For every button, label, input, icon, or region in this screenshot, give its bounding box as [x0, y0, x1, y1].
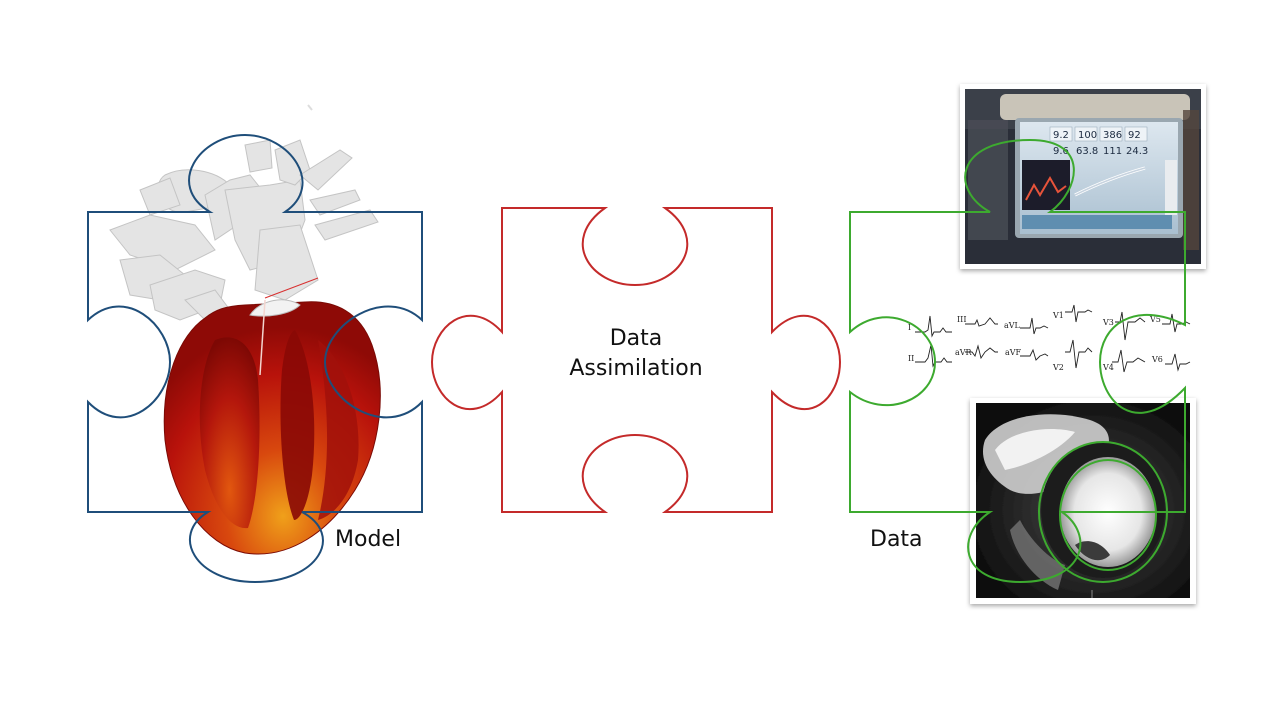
ecg-lead-label: aVR [955, 348, 973, 357]
monitor-value: 111 [1103, 146, 1122, 157]
ecg-lead-label: I [908, 323, 911, 332]
ecg-lead-label: V3 [1102, 318, 1114, 327]
monitor-value: 9.6 [1053, 146, 1069, 157]
ecg-lead-label: V6 [1151, 355, 1163, 364]
ecg-lead-label: aVL [1004, 321, 1021, 330]
monitor-value: 100 [1078, 130, 1097, 141]
monitor-value: 24.3 [1126, 146, 1148, 157]
monitor-value: 92 [1128, 130, 1141, 141]
monitor-photo-icon: 9.2 100 386 92 9.6 63.8 111 24.3 [960, 84, 1206, 269]
myocardium-inner-contour [1059, 459, 1157, 571]
data-assimilation-label-line1: Data [610, 326, 663, 351]
model-puzzle-piece [87, 133, 423, 584]
monitor-value: 386 [1103, 130, 1122, 141]
data-assimilation-label-line2: Assimilation [569, 356, 702, 381]
mri-slice-icon [970, 398, 1196, 604]
vessel-mesh-icon [109, 139, 379, 326]
ecg-trace-icon [915, 304, 1191, 373]
monitor-value: 63.8 [1076, 146, 1098, 157]
ecg-lead-label: V5 [1149, 315, 1161, 324]
monitor-readout-top: 9.2 100 386 92 [1049, 126, 1148, 142]
assimilation-puzzle-piece [430, 207, 842, 513]
ecg-lead-label: V2 [1052, 363, 1064, 372]
ecg-lead-label: III [957, 315, 966, 324]
data-label: Data [870, 527, 923, 552]
ecg-lead-label: II [908, 354, 914, 363]
ecg-lead-labels: I III aVL V1 V3 V5 II aVR aVF V2 V4 V6 [908, 311, 1163, 372]
monitor-value: 9.2 [1053, 130, 1069, 141]
ecg-lead-label: V4 [1102, 363, 1114, 372]
ecg-lead-label: V1 [1052, 311, 1064, 320]
model-label: Model [335, 527, 401, 552]
heart-mesh-icon [163, 277, 381, 555]
monitor-readout-bottom: 9.6 63.8 111 24.3 [1053, 146, 1148, 157]
data-puzzle-piece [849, 138, 1186, 584]
ecg-lead-label: aVF [1005, 348, 1022, 357]
